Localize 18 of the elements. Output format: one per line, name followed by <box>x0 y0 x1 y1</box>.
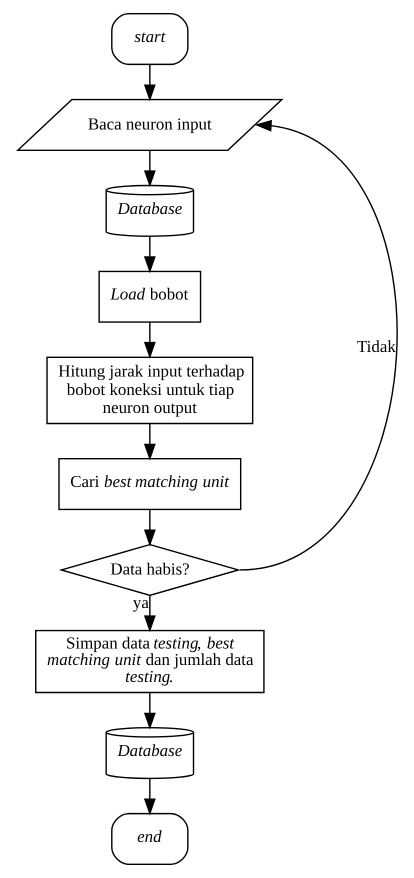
arrow <box>143 778 156 816</box>
arrow <box>143 150 156 188</box>
arrow <box>143 322 156 359</box>
node-box: Hitung jarak input terhadap bobot koneksi untuk tiap neuron output <box>46 356 253 424</box>
node-box: end <box>110 812 188 866</box>
arrow <box>239 120 397 571</box>
arrow <box>143 510 156 546</box>
arrow <box>143 424 156 461</box>
node-diamond: Data habis? <box>58 544 240 596</box>
arrow <box>143 596 156 632</box>
node-box: Load bobot <box>98 270 201 323</box>
arrow <box>143 692 156 730</box>
node-box: start <box>110 12 188 66</box>
arrow <box>143 64 156 102</box>
node-box: Simpan data testing, best matching unit dan jumlah data testing. <box>34 630 264 694</box>
arrow <box>143 236 156 274</box>
node-box: Cari best matching unit <box>58 458 241 510</box>
edge-label: Tidak <box>356 337 396 356</box>
